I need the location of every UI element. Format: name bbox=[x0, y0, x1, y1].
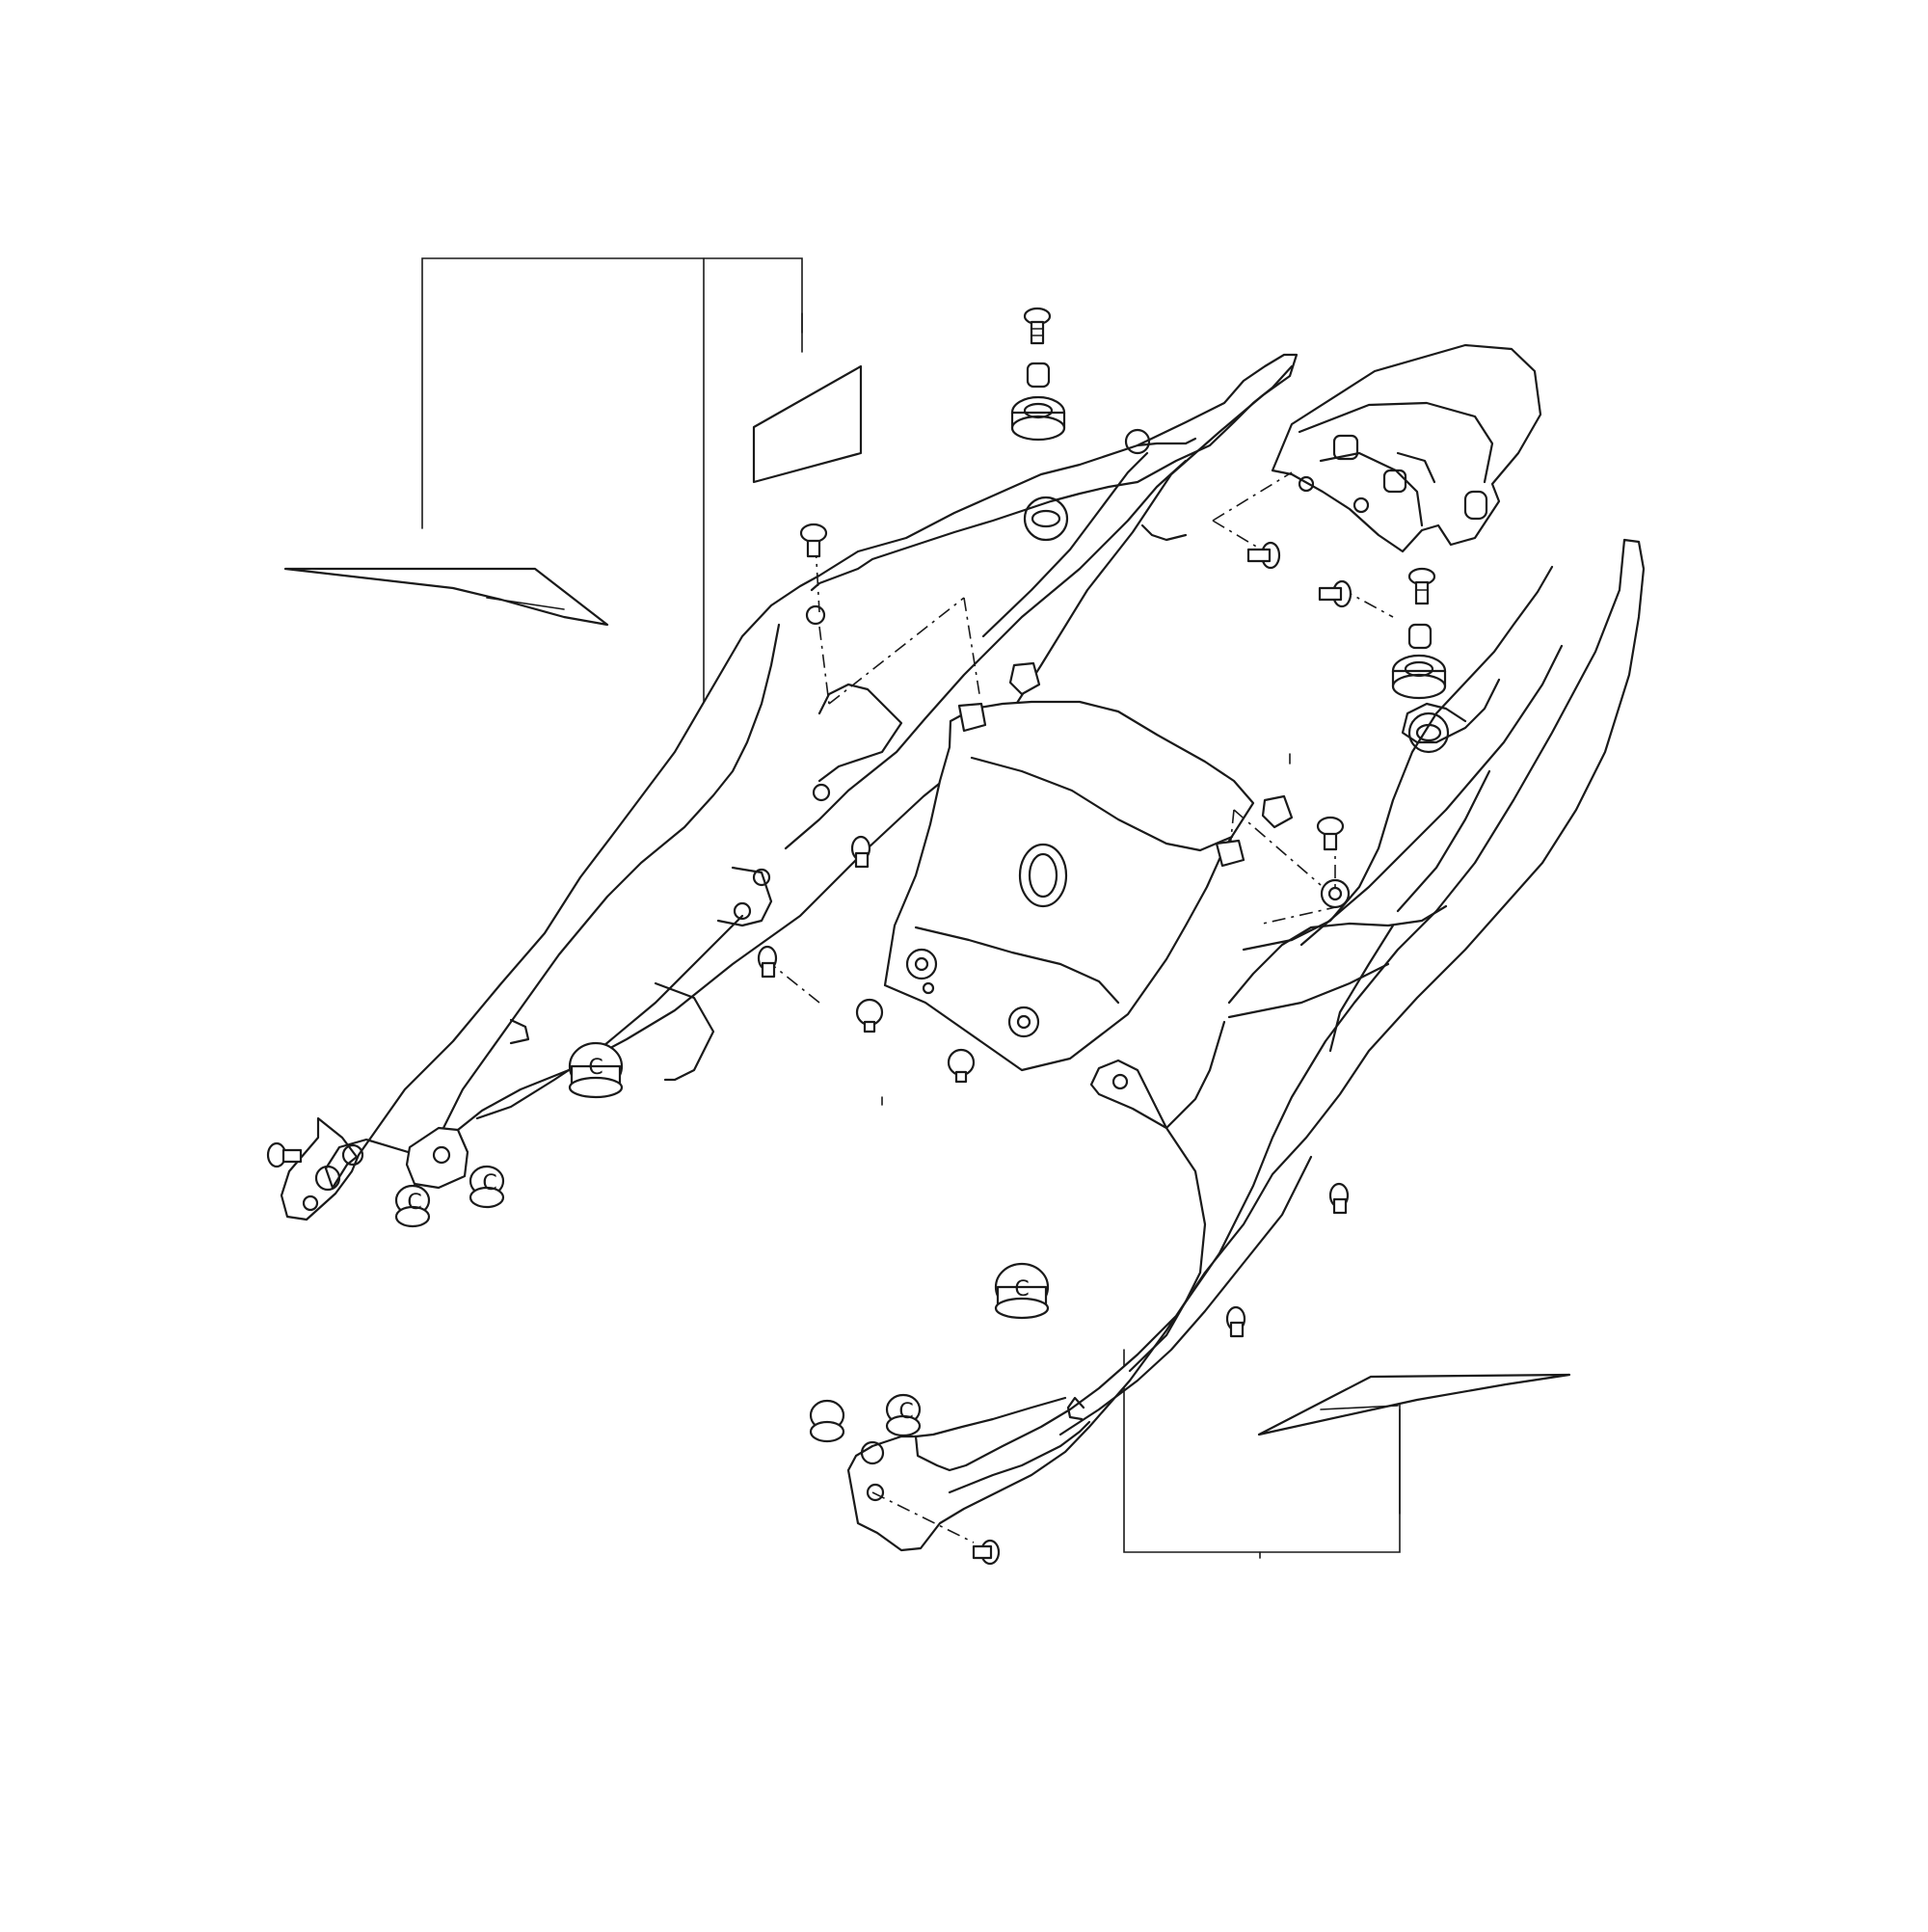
center-rear-cover bbox=[883, 700, 1255, 1072]
clip-nut-3 bbox=[957, 702, 987, 733]
clip-letter: C bbox=[898, 1400, 913, 1424]
c-grommet-small-right-2: C bbox=[885, 1393, 922, 1437]
c-grommet-small-left-2: C bbox=[469, 1165, 505, 1209]
c-grommet-large-left: C bbox=[568, 1041, 624, 1099]
c-grommet-large-right: C bbox=[994, 1262, 1050, 1320]
lower-right-group-bracket bbox=[1123, 1349, 1401, 1553]
rivet-1 bbox=[855, 998, 884, 1033]
label-plate bbox=[752, 364, 863, 484]
screw-left-front bbox=[266, 1141, 303, 1168]
c-grommet-small-right-1 bbox=[809, 1399, 845, 1443]
clip-letter: C bbox=[1014, 1277, 1029, 1301]
screw-left-mid-1 bbox=[850, 835, 871, 869]
clip-letter: C bbox=[407, 1191, 421, 1215]
left-decal-stripe bbox=[283, 567, 609, 627]
clip-nut-2 bbox=[1261, 794, 1294, 829]
screw-cowl-1 bbox=[1246, 541, 1281, 570]
top-grommet-stack bbox=[1010, 307, 1066, 442]
c-grommet-small-left-1: C bbox=[394, 1184, 431, 1228]
screw-cowl-2 bbox=[1318, 579, 1352, 608]
right-side-cover bbox=[846, 538, 1646, 1552]
left-side-cover bbox=[280, 353, 1299, 1221]
screw-left-mid-2 bbox=[757, 945, 778, 979]
stray-marks bbox=[881, 753, 1291, 1559]
screw-left-top bbox=[799, 523, 828, 558]
screw-center-right bbox=[1316, 816, 1345, 851]
rivet-2 bbox=[947, 1048, 976, 1084]
screw-right-mid-2 bbox=[1225, 1305, 1246, 1338]
clip-letter: C bbox=[588, 1056, 602, 1080]
left-mount-block bbox=[405, 1126, 469, 1190]
upper-left-group-bracket bbox=[421, 257, 803, 705]
right-grommet-stack bbox=[1391, 567, 1447, 700]
clip-letter: C bbox=[482, 1171, 496, 1195]
right-decal-stripe bbox=[1257, 1373, 1571, 1436]
screw-right-front bbox=[972, 1539, 1001, 1566]
seat-tail-cowl bbox=[1271, 343, 1542, 553]
clip-nut-1 bbox=[1008, 661, 1041, 696]
screw-right-mid-1 bbox=[1328, 1182, 1350, 1215]
clip-nut-4 bbox=[1215, 839, 1245, 868]
